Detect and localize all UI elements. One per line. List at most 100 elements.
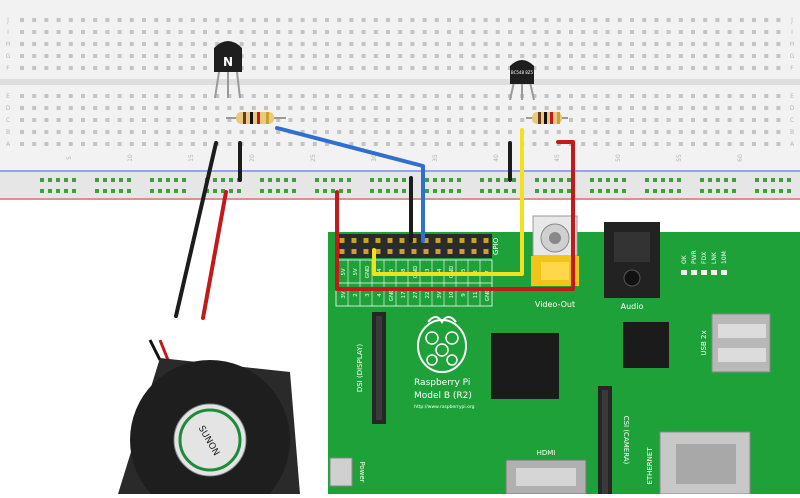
breadboard-hole bbox=[349, 106, 354, 110]
breadboard-hole bbox=[276, 94, 281, 98]
breadboard-hole bbox=[715, 94, 720, 98]
breadboard-hole bbox=[178, 30, 183, 34]
breadboard-hole bbox=[300, 106, 305, 110]
breadboard-hole bbox=[544, 30, 549, 34]
breadboard-hole bbox=[410, 118, 415, 122]
gpio-pin bbox=[459, 249, 465, 254]
breadboard-hole bbox=[166, 106, 171, 110]
column-number: 10 bbox=[127, 154, 134, 162]
breadboard-hole bbox=[752, 118, 756, 122]
breadboard-hole bbox=[605, 18, 610, 22]
breadboard-hole bbox=[117, 18, 122, 22]
breadboard-hole bbox=[495, 106, 500, 110]
row-letter: D bbox=[6, 105, 11, 112]
breadboard-hole bbox=[386, 54, 390, 58]
breadboard-hole bbox=[105, 142, 110, 146]
breadboard-hole bbox=[715, 54, 720, 58]
gpio-pin bbox=[447, 238, 453, 243]
rail-hole bbox=[347, 189, 351, 193]
resistor-left bbox=[226, 112, 286, 124]
breadboard-hole bbox=[544, 42, 549, 46]
breadboard-hole bbox=[752, 142, 756, 146]
breadboard-hole bbox=[81, 18, 85, 22]
breadboard-hole bbox=[434, 94, 439, 98]
breadboard-hole bbox=[666, 18, 671, 22]
breadboard-hole bbox=[239, 94, 244, 98]
hdmi-label: HDMI bbox=[537, 449, 556, 457]
rail-hole bbox=[339, 189, 343, 193]
rail-hole bbox=[622, 178, 626, 182]
breadboard-hole bbox=[459, 142, 464, 146]
rail-hole bbox=[425, 189, 429, 193]
breadboard-hole bbox=[654, 130, 659, 134]
fan-hub-label bbox=[173, 403, 247, 477]
breadboard-hole bbox=[532, 66, 537, 70]
rail-hole bbox=[213, 189, 217, 193]
breadboard-hole bbox=[93, 66, 98, 70]
breadboard-hole bbox=[203, 94, 207, 98]
breadboard-hole bbox=[520, 42, 525, 46]
row-letter: D bbox=[790, 105, 795, 112]
breadboard-hole bbox=[739, 54, 744, 58]
breadboard-hole bbox=[739, 18, 744, 22]
breadboard-hole bbox=[764, 94, 769, 98]
rail-hole bbox=[543, 178, 547, 182]
breadboard-hole bbox=[81, 142, 85, 146]
breadboard-hole bbox=[593, 130, 598, 134]
breadboard-hole bbox=[447, 106, 451, 110]
breadboard-hole bbox=[325, 66, 329, 70]
breadboard-hole bbox=[447, 42, 451, 46]
breadboard-hole bbox=[361, 106, 366, 110]
breadboard-hole bbox=[630, 18, 634, 22]
breadboard-hole bbox=[264, 94, 268, 98]
rail-hole bbox=[127, 189, 131, 193]
breadboard-hole bbox=[459, 54, 464, 58]
hdmi-socket bbox=[516, 468, 576, 486]
breadboard-hole bbox=[739, 142, 744, 146]
breadboard-hole bbox=[776, 106, 781, 110]
wire-blue-gpio bbox=[275, 126, 425, 243]
column-number: 15 bbox=[188, 154, 195, 162]
rail-hole bbox=[559, 189, 563, 193]
breadboard-hole bbox=[349, 66, 354, 70]
breadboard-hole bbox=[20, 18, 24, 22]
breadboard-hole bbox=[764, 66, 769, 70]
breadboard-hole bbox=[386, 30, 390, 34]
breadboard-hole bbox=[556, 94, 561, 98]
breadboard-hole bbox=[678, 130, 683, 134]
rail-hole bbox=[724, 178, 728, 182]
breadboard-hole bbox=[581, 30, 586, 34]
breadboard-hole bbox=[703, 18, 708, 22]
breadboard-hole bbox=[203, 42, 207, 46]
breadboard-hole bbox=[691, 42, 695, 46]
breadboard-hole bbox=[251, 94, 256, 98]
rail-hole bbox=[48, 178, 52, 182]
row-letter: G bbox=[6, 53, 11, 60]
breadboard-hole bbox=[678, 30, 683, 34]
breadboard-hole bbox=[569, 118, 573, 122]
breadboard-hole bbox=[300, 94, 305, 98]
breadboard-hole bbox=[105, 54, 110, 58]
breadboard-hole bbox=[703, 142, 708, 146]
breadboard-hole bbox=[215, 94, 220, 98]
breadboard-hole bbox=[459, 106, 464, 110]
breadboard-hole bbox=[532, 94, 537, 98]
breadboard-hole bbox=[142, 42, 146, 46]
gpio-pin bbox=[423, 238, 429, 243]
breadboard-hole bbox=[361, 118, 366, 122]
rail-hole bbox=[606, 178, 610, 182]
breadboard-hole bbox=[227, 30, 232, 34]
breadboard-hole bbox=[666, 142, 671, 146]
breadboard-hole bbox=[422, 18, 427, 22]
breadboard-hole bbox=[312, 106, 317, 110]
breadboard-hole bbox=[691, 94, 695, 98]
raspberry-logo-leaves bbox=[427, 316, 457, 324]
rail-hole bbox=[535, 178, 539, 182]
gpio-grid-lines bbox=[347, 260, 481, 306]
row-letter: E bbox=[790, 93, 794, 100]
breadboard-hole bbox=[471, 118, 476, 122]
raspberry-logo-berry-3 bbox=[435, 343, 449, 357]
breadboard-hole bbox=[727, 94, 732, 98]
gpio-pin bbox=[339, 249, 345, 254]
breadboard-hole bbox=[361, 42, 366, 46]
